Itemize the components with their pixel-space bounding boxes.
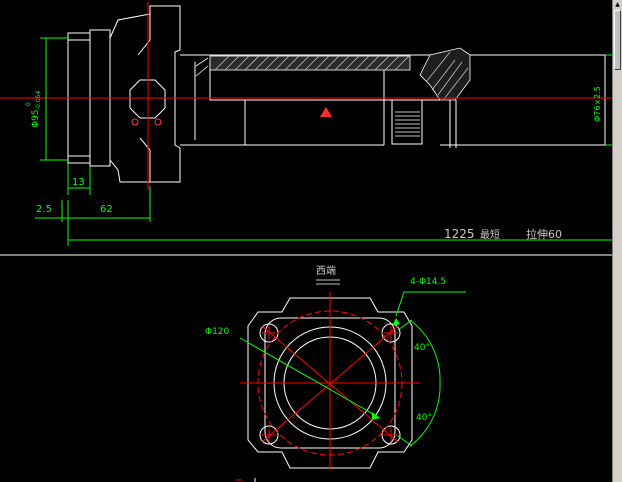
dim-phi95-label: Φ95 [31, 109, 41, 128]
bolt-hole-bottom-left [259, 425, 279, 445]
dim-total-length: 1225 [444, 227, 475, 241]
angle-bottom-label: 40° [416, 413, 432, 423]
flange-outline [247, 297, 413, 469]
dimension-lines [35, 37, 612, 246]
dim-phi95-tol-top: 0 [25, 102, 32, 106]
spider-cross [129, 79, 166, 119]
shaft-centerlines [0, 2, 612, 190]
dim-13-label: 13 [72, 177, 85, 188]
tube-hatching [195, 47, 471, 137]
shaft-assembly-view [67, 5, 606, 183]
vertical-scrollbar[interactable]: ▲ [612, 0, 622, 482]
dim-2-5-label: 2.5 [36, 204, 52, 215]
dim-62-label: 62 [100, 204, 113, 215]
dim-total-note: 最短 [480, 228, 500, 241]
dim-stretch-note: 拉伸60 [526, 227, 562, 241]
yoke-body [109, 5, 181, 183]
flange-centerlines [240, 292, 420, 470]
dim-phi76-label: Φ76×2.5 [593, 86, 602, 122]
flange-dim-arrows [372, 318, 400, 420]
bolt-holes-callout: 4-Φ14.5 [410, 277, 446, 287]
flange-dimension-lines [239, 291, 466, 447]
scroll-thumb[interactable] [614, 10, 621, 70]
center-mark-symbol [320, 107, 332, 117]
bolt-circle-diameter: Φ120 [205, 327, 230, 337]
spline-section [391, 99, 423, 145]
end-view-title: 西端 [316, 264, 336, 277]
bolt-hole-bottom-right [381, 425, 401, 445]
angle-top-label: 40° [414, 343, 430, 353]
dim-phi95-tol-bottom: -0.054 [35, 90, 42, 110]
scroll-up-arrow-icon[interactable]: ▲ [613, 0, 622, 9]
